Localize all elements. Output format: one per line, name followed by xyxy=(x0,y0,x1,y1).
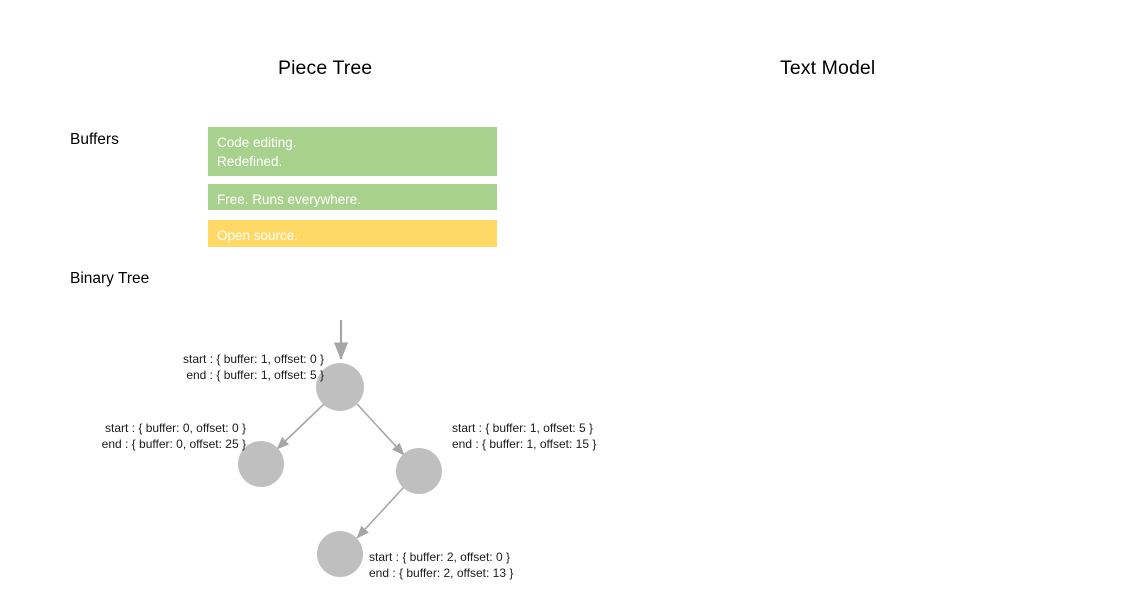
tree-node-root[interactable] xyxy=(316,363,364,411)
tree-node-label-right: start : { buffer: 1, offset: 5 } end : {… xyxy=(452,421,596,452)
tree-node-right[interactable] xyxy=(396,448,442,494)
edge-right-to-right-child xyxy=(356,486,405,539)
buffer-bar-0: Code editing. Redefined. xyxy=(208,127,497,176)
buffer-bar-2: Open source. xyxy=(208,220,497,247)
node-start-text: start : { buffer: 2, offset: 0 } xyxy=(369,550,510,564)
edge-root-to-left xyxy=(276,403,325,450)
buffer-line: Redefined. xyxy=(217,154,283,169)
tree-node-label-left: start : { buffer: 0, offset: 0 } end : {… xyxy=(45,421,246,452)
buffer-bar-1: Free. Runs everywhere. xyxy=(208,184,497,210)
node-end-text: end : { buffer: 1, offset: 15 } xyxy=(452,436,597,451)
tree-node-label-right-child: start : { buffer: 2, offset: 0 } end : {… xyxy=(369,550,513,581)
buffer-line: Open source. xyxy=(217,228,299,243)
section-label-binary-tree: Binary Tree xyxy=(70,270,150,287)
tree-node-left[interactable] xyxy=(238,441,284,487)
column-header-piece-tree: Piece Tree xyxy=(278,57,373,79)
node-start-text: start : { buffer: 0, offset: 0 } xyxy=(105,421,246,435)
section-label-buffers: Buffers xyxy=(70,131,119,148)
node-start-text: start : { buffer: 1, offset: 5 } xyxy=(452,421,593,435)
buffer-line: Free. Runs everywhere. xyxy=(217,192,362,207)
buffer-line: Code editing. xyxy=(217,135,297,150)
node-end-text: end : { buffer: 1, offset: 5 } xyxy=(186,367,324,382)
node-end-text: end : { buffer: 2, offset: 13 } xyxy=(369,565,514,580)
column-header-text-model: Text Model xyxy=(780,57,876,79)
tree-node-right-child[interactable] xyxy=(317,531,363,577)
edge-root-to-right xyxy=(356,403,405,456)
node-start-text: start : { buffer: 1, offset: 0 } xyxy=(183,352,324,366)
node-end-text: end : { buffer: 0, offset: 25 } xyxy=(101,436,246,451)
tree-node-label-root: start : { buffer: 1, offset: 0 } end : {… xyxy=(124,352,324,383)
